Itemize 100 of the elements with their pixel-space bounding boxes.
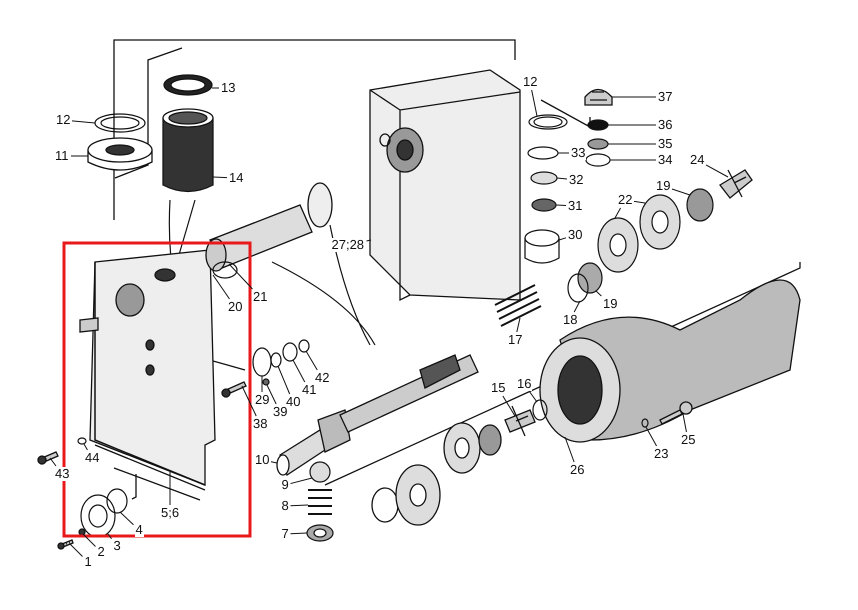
leader-line	[292, 360, 306, 382]
callout-number: 13	[220, 81, 236, 95]
leader-line	[558, 152, 570, 154]
callout-number: 32	[568, 173, 584, 187]
gasket	[252, 347, 272, 377]
leader-line	[50, 458, 56, 466]
callout-number: 10	[254, 453, 270, 467]
callout-number: 24	[689, 153, 706, 167]
leader-line	[72, 120, 96, 124]
flanged-shaft	[205, 182, 333, 272]
o-ring	[532, 399, 548, 421]
leader-line	[212, 274, 230, 300]
callout-number: 12	[55, 113, 72, 127]
coupling-spider	[504, 405, 536, 437]
callout-number: 43	[54, 467, 70, 481]
washer	[77, 437, 87, 445]
leader-line	[516, 318, 520, 332]
leader-line	[212, 176, 228, 178]
leader-line	[596, 290, 602, 296]
sealing-ring	[94, 113, 146, 133]
callout-number: 8	[280, 499, 290, 513]
callout-number: 15	[490, 381, 506, 395]
leader-line	[70, 544, 83, 557]
callout-number: 31	[567, 199, 584, 213]
leader-line	[608, 124, 656, 126]
callout-number: 35	[657, 137, 674, 151]
nut	[306, 524, 334, 542]
leader-line	[614, 208, 622, 218]
spring	[494, 284, 542, 327]
o-ring	[106, 488, 128, 514]
callout-number: 38	[252, 417, 268, 431]
callout-number: 7	[280, 527, 290, 541]
leader-line	[646, 426, 658, 446]
nut	[87, 137, 153, 171]
callout-number: 5;6	[160, 506, 180, 520]
leader-line	[290, 478, 312, 484]
leader-line	[574, 300, 580, 312]
cap	[584, 88, 613, 106]
leader-line	[278, 366, 290, 394]
leader-line	[531, 90, 538, 116]
callout-number: 3	[112, 539, 122, 553]
callout-number: 23	[653, 447, 670, 461]
washer	[262, 378, 270, 386]
leader-line	[290, 504, 308, 506]
callout-number: 9	[280, 478, 290, 492]
callout-number: 34	[657, 153, 674, 167]
snap-ring	[527, 146, 559, 160]
callout-number: 16	[516, 377, 532, 391]
sealing-ring	[282, 342, 298, 362]
callout-number: 27;28	[330, 238, 366, 252]
leader-line	[242, 386, 257, 416]
callout-number: 1	[84, 555, 93, 569]
leader-line	[366, 240, 372, 242]
callout-number: 11	[54, 149, 70, 163]
screw	[57, 539, 74, 550]
callout-number: 14	[228, 171, 244, 185]
valve-disc	[530, 171, 558, 185]
leader-line	[556, 204, 566, 206]
callout-number: 19	[655, 179, 672, 193]
callout-number: 20	[227, 300, 244, 314]
callout-number: 29	[254, 393, 270, 407]
o-ring	[270, 352, 282, 368]
leader-line	[502, 396, 516, 416]
snap-ring	[585, 153, 611, 167]
leader-line	[120, 512, 134, 526]
callout-number: 37	[657, 90, 674, 104]
callout-number: 18	[562, 313, 578, 327]
callout-number: 21	[252, 290, 268, 304]
bolt	[221, 381, 247, 398]
callout-number: 19	[602, 297, 618, 311]
valve-seat	[531, 198, 557, 212]
leader-line	[82, 534, 96, 547]
gear-housing	[539, 279, 801, 443]
leader-line	[270, 461, 278, 464]
bolt	[37, 451, 59, 465]
leader-line	[612, 96, 656, 98]
filter-disc	[587, 119, 609, 131]
oil-seal	[686, 188, 714, 222]
callout-number: 36	[657, 118, 674, 132]
washer	[78, 528, 86, 536]
spring	[307, 489, 333, 515]
callout-number: 22	[617, 193, 634, 207]
sealing-ring	[528, 114, 568, 130]
pump-housing	[369, 69, 521, 302]
callout-number: 26	[569, 463, 586, 477]
leader-line	[556, 178, 568, 180]
leader-line	[682, 414, 687, 432]
oil-seal	[577, 262, 603, 294]
callout-number: 44	[84, 451, 100, 465]
callout-number: 25	[680, 433, 696, 447]
leader-line	[306, 350, 318, 370]
o-ring	[212, 261, 238, 279]
callout-number: 39	[272, 405, 288, 419]
callout-number: 17	[507, 333, 524, 347]
callout-number: 4	[134, 523, 144, 537]
callout-number: 30	[567, 228, 584, 242]
oil-seal	[163, 74, 213, 96]
washer	[567, 273, 589, 303]
leader-line	[84, 444, 88, 450]
cover-plate	[79, 249, 216, 501]
